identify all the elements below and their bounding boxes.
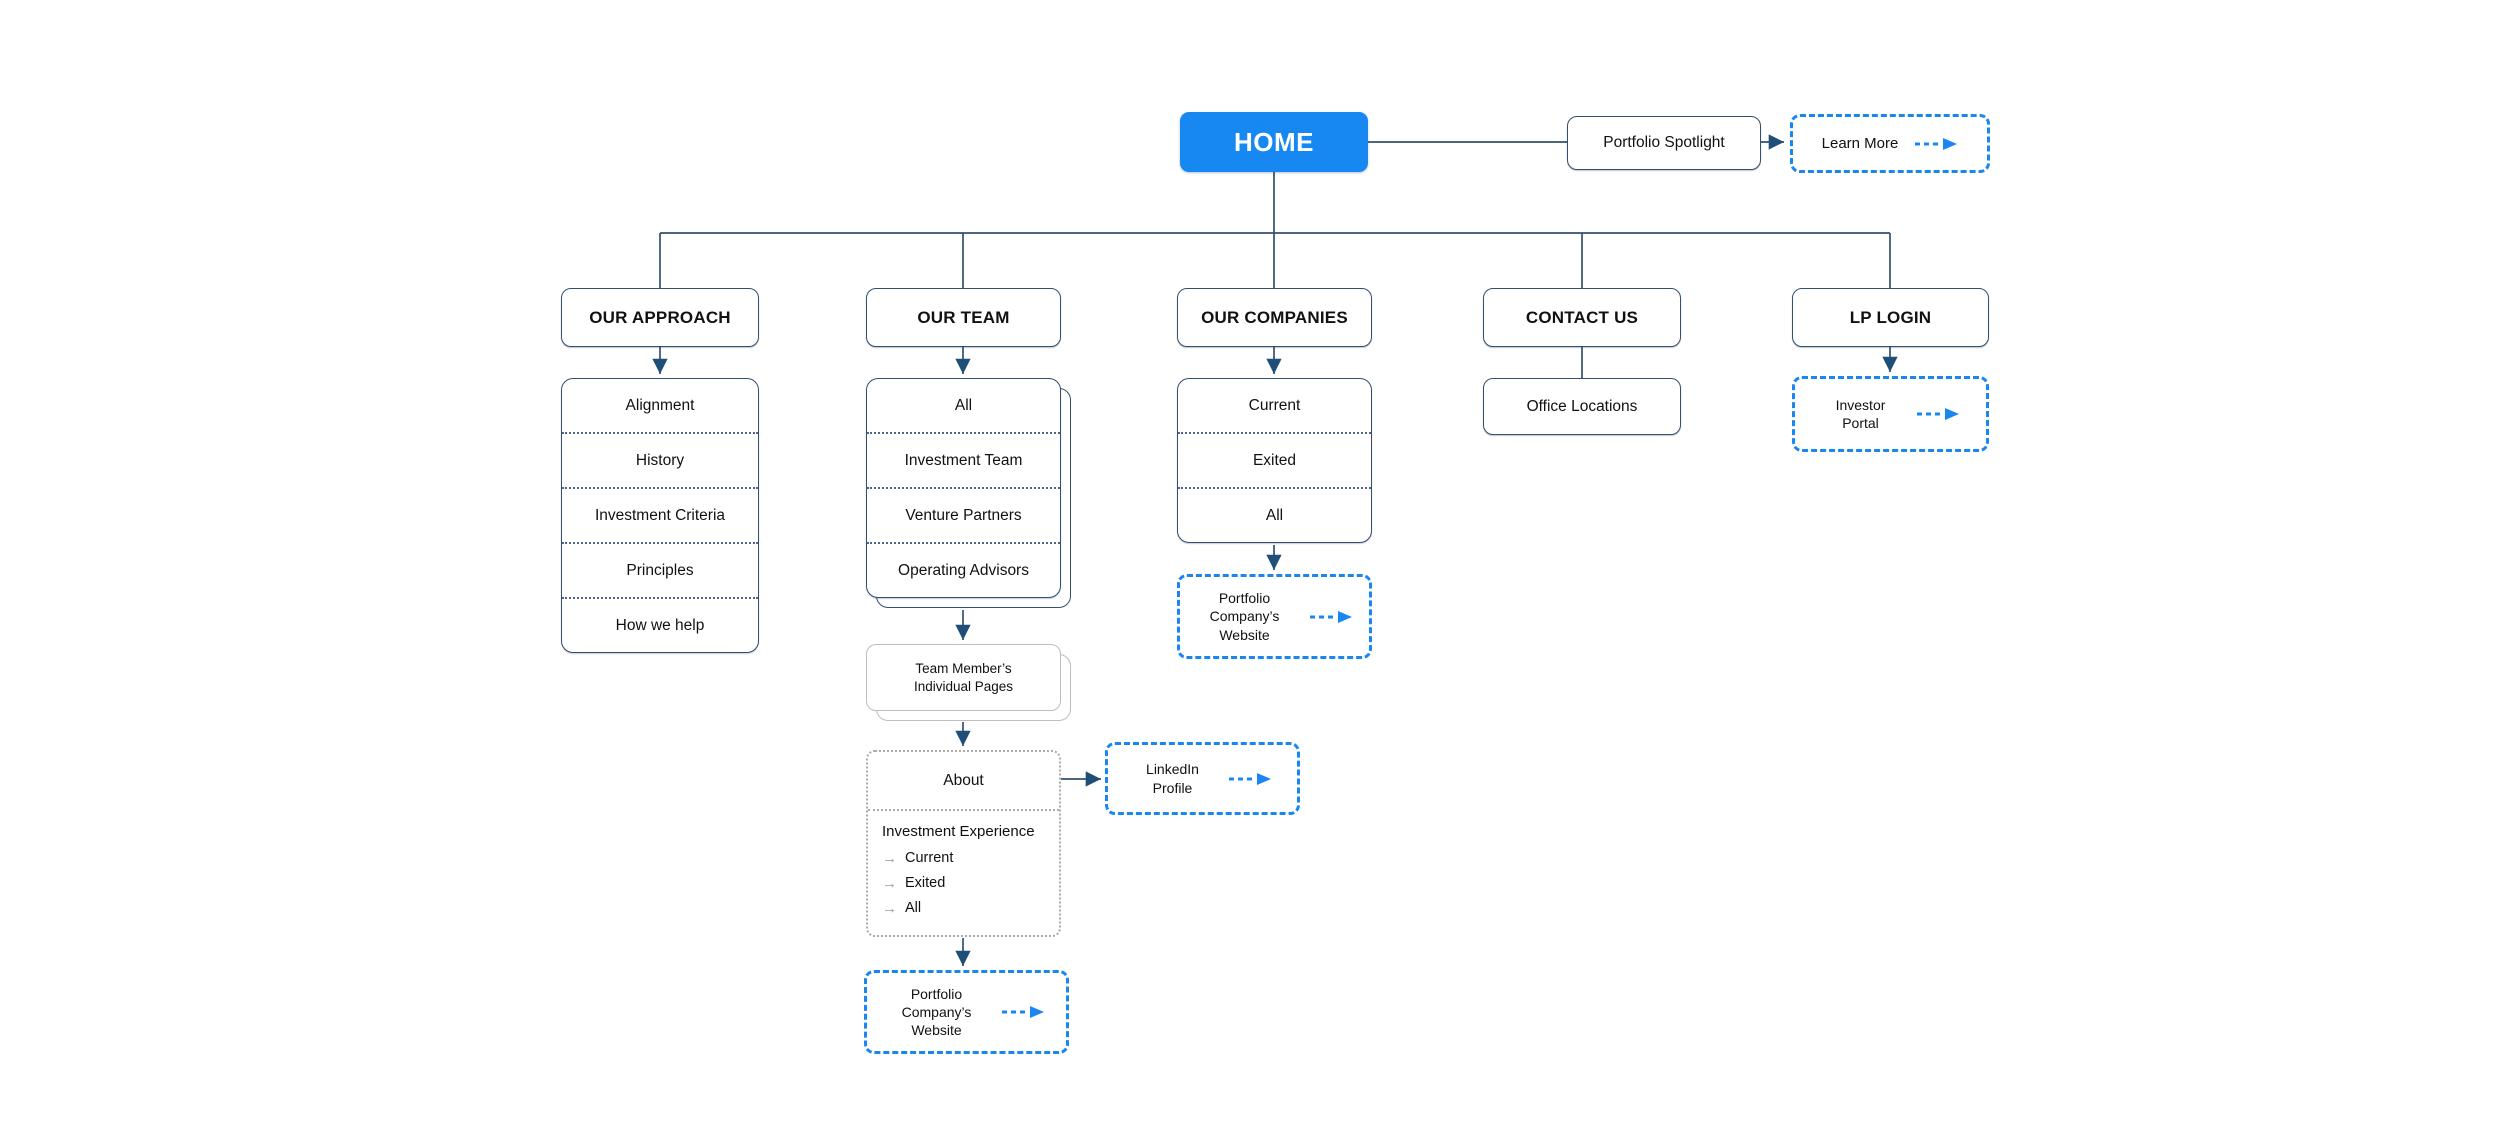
team-item-venture-partners[interactable]: Venture Partners (867, 487, 1060, 542)
experience-item-all-label: All (905, 900, 922, 916)
section-lp-login[interactable]: LP LOGIN (1792, 288, 1989, 347)
portfolio-company-website-team-node[interactable]: Portfolio Company’s Website (864, 970, 1069, 1054)
external-link-arrow-icon (1916, 406, 1960, 422)
team-page-list: All Investment Team Venture Partners Ope… (866, 378, 1061, 598)
external-link-arrow-icon (1001, 1004, 1045, 1020)
experience-item-current-label: Current (905, 850, 954, 866)
investor-portal-node[interactable]: Investor Portal (1792, 376, 1989, 452)
team-member-pages-label: Team Member’s Individual Pages (913, 660, 1014, 694)
about-node: About Investment Experience → Current → … (866, 750, 1061, 937)
section-contact-us[interactable]: CONTACT US (1483, 288, 1681, 347)
section-contact-us-label: CONTACT US (1525, 307, 1639, 327)
section-our-team-label: OUR TEAM (917, 307, 1010, 327)
external-link-arrow-icon (1309, 609, 1353, 625)
learn-more-label: Learn More (1821, 134, 1899, 152)
approach-page-list: Alignment History Investment Criteria Pr… (561, 378, 759, 653)
experience-item-exited-label: Exited (905, 875, 946, 891)
section-our-approach[interactable]: OUR APPROACH (561, 288, 759, 347)
external-link-arrow-icon (1914, 136, 1958, 152)
experience-item-all[interactable]: → All (882, 896, 1045, 921)
investment-experience-title: Investment Experience (882, 823, 1035, 840)
portfolio-company-website-label: Portfolio Company’s Website (901, 985, 972, 1039)
portfolio-company-website-label: Portfolio Company’s Website (1209, 590, 1280, 643)
team-item-investment-team[interactable]: Investment Team (867, 432, 1060, 487)
arrow-right-icon: → (882, 900, 897, 917)
linkedin-profile-node[interactable]: LinkedIn Profile (1105, 742, 1300, 815)
team-member-pages-node[interactable]: Team Member’s Individual Pages (866, 644, 1061, 711)
team-item-operating-advisors[interactable]: Operating Advisors (867, 542, 1060, 597)
approach-item-how-we-help[interactable]: How we help (562, 597, 758, 652)
office-locations-label: Office Locations (1526, 397, 1638, 415)
companies-item-all[interactable]: All (1178, 487, 1371, 542)
companies-item-exited[interactable]: Exited (1178, 432, 1371, 487)
external-link-arrow-icon (1228, 771, 1272, 787)
learn-more-node[interactable]: Learn More (1790, 114, 1990, 173)
portfolio-spotlight-label: Portfolio Spotlight (1603, 134, 1725, 151)
section-our-approach-label: OUR APPROACH (589, 307, 731, 327)
arrow-right-icon: → (882, 875, 897, 892)
section-our-companies-label: OUR COMPANIES (1201, 307, 1348, 327)
companies-page-list: Current Exited All (1177, 378, 1372, 543)
approach-item-history[interactable]: History (562, 432, 758, 487)
section-our-team[interactable]: OUR TEAM (866, 288, 1061, 347)
experience-item-current[interactable]: → Current (882, 846, 1045, 871)
portfolio-spotlight-node[interactable]: Portfolio Spotlight (1567, 116, 1761, 170)
companies-item-current[interactable]: Current (1248, 396, 1301, 414)
office-locations-node[interactable]: Office Locations (1483, 378, 1681, 435)
approach-item-principles[interactable]: Principles (562, 542, 758, 597)
home-label: HOME (1234, 126, 1314, 157)
about-tab[interactable]: About (943, 771, 984, 789)
section-our-companies[interactable]: OUR COMPANIES (1177, 288, 1372, 347)
section-lp-login-label: LP LOGIN (1849, 307, 1932, 327)
approach-item-alignment[interactable]: Alignment (625, 396, 695, 414)
experience-item-exited[interactable]: → Exited (882, 871, 1045, 896)
portfolio-company-website-companies-node[interactable]: Portfolio Company’s Website (1177, 574, 1372, 659)
arrow-right-icon: → (882, 850, 897, 867)
investor-portal-label: Investor Portal (1835, 396, 1886, 431)
team-item-all[interactable]: All (954, 396, 973, 414)
home-node[interactable]: HOME (1180, 112, 1368, 172)
approach-item-investment-criteria[interactable]: Investment Criteria (562, 487, 758, 542)
investment-experience-section: Investment Experience → Current → Exited… (868, 809, 1059, 935)
linkedin-profile-label: LinkedIn Profile (1146, 761, 1199, 796)
